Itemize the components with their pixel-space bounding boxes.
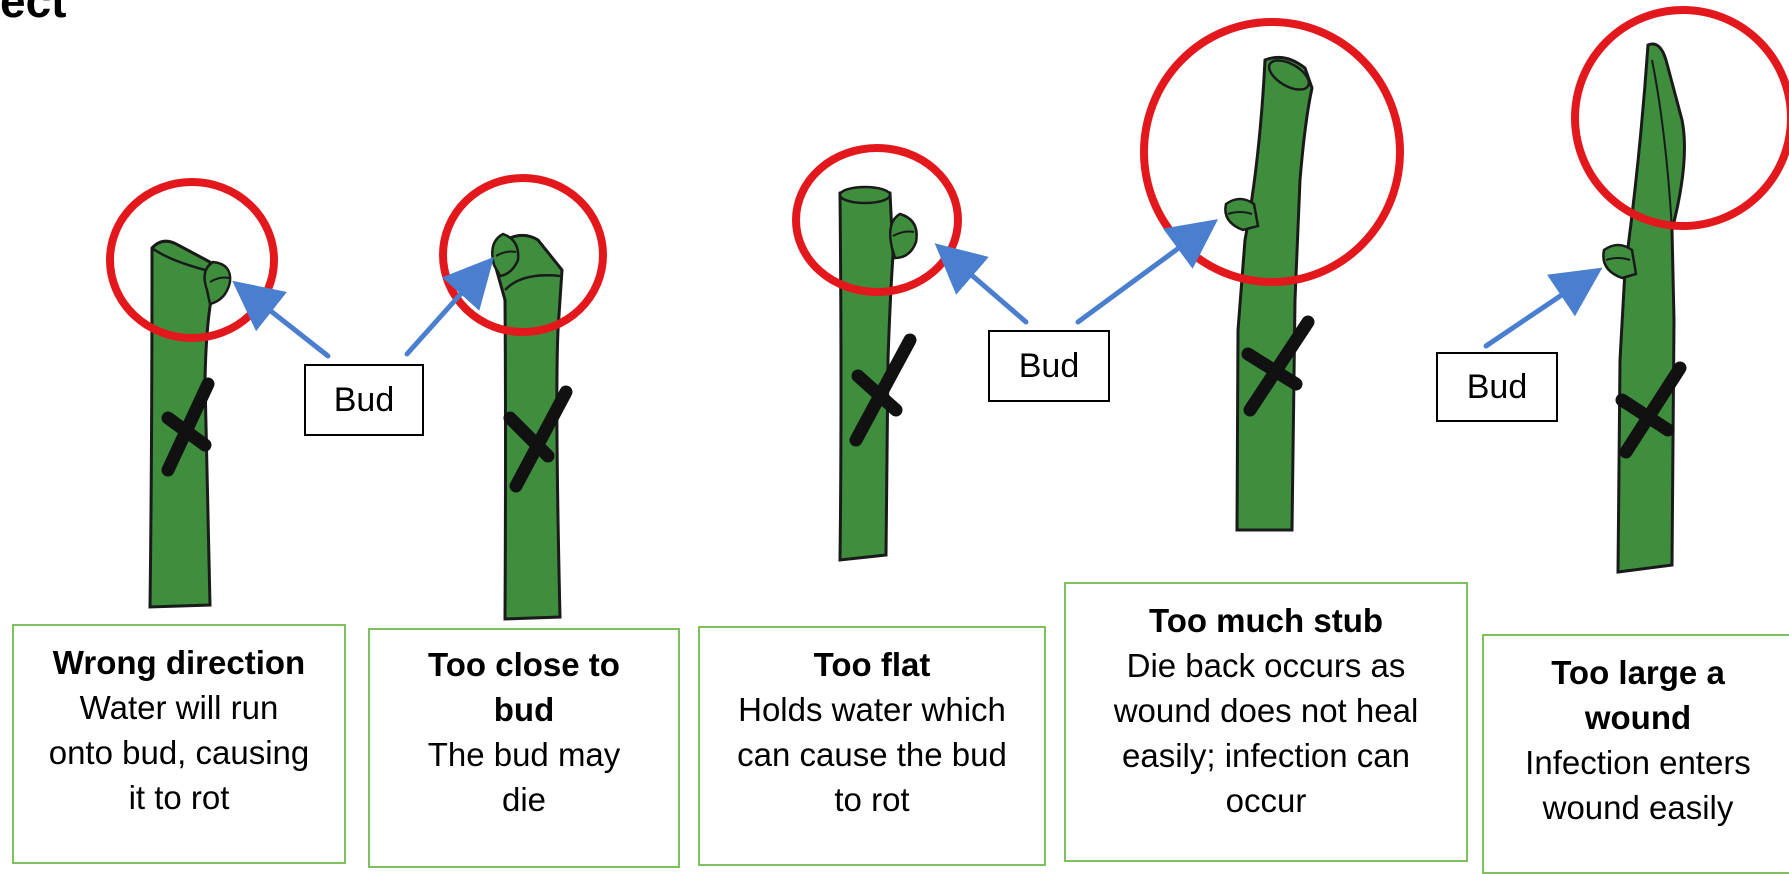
caption-description: Infection enters wound easily bbox=[1484, 740, 1789, 830]
bud-icon bbox=[1225, 199, 1258, 230]
caption-description: Water will run onto bud, causing it to r… bbox=[14, 685, 344, 820]
caption-too-close: Too close to bud The bud may die bbox=[368, 628, 680, 868]
caption-description: Die back occurs as wound does not heal e… bbox=[1066, 643, 1466, 823]
bud-label: Bud bbox=[1436, 352, 1558, 422]
caption-heading: Too much stub bbox=[1066, 598, 1466, 643]
caption-heading: Wrong direction bbox=[14, 640, 344, 685]
stem-too-flat bbox=[796, 148, 958, 560]
caption-description: The bud may die bbox=[370, 732, 678, 822]
arrow-icon bbox=[244, 290, 328, 356]
caption-description: Holds water which can cause the bud to r… bbox=[700, 687, 1044, 822]
bud-label: Bud bbox=[988, 330, 1110, 402]
caption-wrong-direction: Wrong direction Water will run onto bud,… bbox=[12, 624, 346, 864]
arrow-icon bbox=[946, 253, 1026, 322]
stem-wrong-direction bbox=[110, 182, 274, 607]
caption-heading: Too close to bud bbox=[370, 642, 678, 732]
stem-too-close bbox=[443, 178, 603, 619]
arrow-icon bbox=[1078, 228, 1206, 322]
arrow-icon bbox=[1486, 276, 1590, 346]
stem-too-large-wound bbox=[1575, 10, 1789, 572]
caption-too-flat: Too flat Holds water which can cause the… bbox=[698, 626, 1046, 866]
caption-too-much-stub: Too much stub Die back occurs as wound d… bbox=[1064, 582, 1468, 862]
caption-too-large-wound: Too large a wound Infection enters wound… bbox=[1482, 634, 1789, 874]
bud-icon bbox=[1603, 245, 1636, 278]
caption-heading: Too large a wound bbox=[1484, 650, 1789, 740]
stem-too-much-stub bbox=[1144, 22, 1400, 530]
bud-label: Bud bbox=[304, 364, 424, 436]
caption-heading: Too flat bbox=[700, 642, 1044, 687]
bud-icon bbox=[205, 262, 231, 304]
